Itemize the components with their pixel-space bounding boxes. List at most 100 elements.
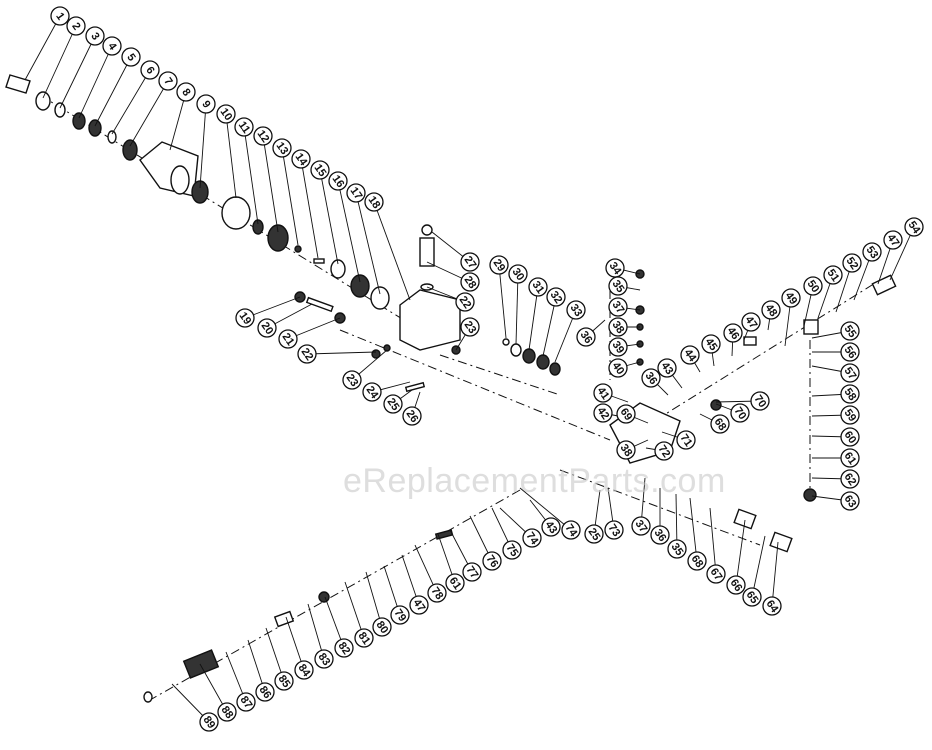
callout-number: 72 <box>656 443 673 460</box>
callout-number: 37 <box>633 518 650 535</box>
callout-17: 17 <box>346 183 366 203</box>
leader-line <box>373 201 411 301</box>
leader-line <box>42 25 77 99</box>
callout-circle <box>608 317 628 337</box>
leader-line <box>498 264 507 339</box>
leader-line <box>709 507 717 575</box>
part-bolt <box>404 381 426 393</box>
callout-36: 36 <box>576 327 596 347</box>
callout-circle <box>297 344 317 364</box>
part-bearing <box>88 119 102 137</box>
part-shaft <box>5 74 31 94</box>
callout-number: 70 <box>732 405 749 422</box>
callout-number: 56 <box>842 344 859 361</box>
callout-circle <box>508 264 528 284</box>
callout-12: 12 <box>253 126 273 146</box>
callout-48: 48 <box>761 300 781 320</box>
callout-circle <box>291 149 311 169</box>
part-seal <box>318 591 330 603</box>
callout-circle <box>840 342 860 362</box>
leader-line <box>735 519 746 586</box>
callout-number: 88 <box>219 704 236 721</box>
part-dipstick <box>419 237 435 267</box>
leader-line <box>262 135 279 233</box>
callout-38: 38 <box>608 317 628 337</box>
callout-8: 8 <box>176 82 196 102</box>
callout-circle <box>462 562 482 582</box>
callout-number: 70 <box>752 393 769 410</box>
callout-number: 76 <box>484 553 501 570</box>
callout-35: 35 <box>667 539 687 559</box>
callout-47: 47 <box>741 312 761 332</box>
callout-66: 66 <box>726 575 746 595</box>
callout-7: 7 <box>158 71 178 91</box>
callout-number: 43 <box>659 360 676 377</box>
callout-circle <box>445 573 465 593</box>
callout-number: 7 <box>161 76 174 88</box>
callout-number: 16 <box>330 173 347 190</box>
callout-number: 65 <box>744 589 761 606</box>
callout-circle <box>604 520 624 540</box>
callout-number: 78 <box>429 585 446 602</box>
callout-circle <box>608 337 628 357</box>
callout-circle <box>840 321 860 341</box>
callout-number: 39 <box>610 339 627 356</box>
callout-circle <box>234 117 254 137</box>
leader-line <box>244 296 301 319</box>
callout-83: 83 <box>314 649 334 669</box>
callout-circle <box>723 323 743 343</box>
callout-22: 22 <box>297 344 317 364</box>
callout-29: 29 <box>489 255 509 275</box>
callout-number: 66 <box>728 577 745 594</box>
leader-line <box>344 581 365 639</box>
callout-number: 29 <box>491 257 508 274</box>
callout-11: 11 <box>234 117 254 137</box>
callout-circle <box>257 318 277 338</box>
callout-number: 43 <box>543 519 560 536</box>
part-ring <box>35 91 51 111</box>
callout-58: 58 <box>840 384 860 404</box>
callout-number: 89 <box>201 714 218 731</box>
callout-45: 45 <box>701 334 721 354</box>
callout-circle <box>255 682 275 702</box>
callout-circle <box>616 404 636 424</box>
callout-89: 89 <box>199 712 219 732</box>
callout-number: 59 <box>842 407 859 424</box>
callout-number: 86 <box>257 684 274 701</box>
callout-number: 28 <box>462 274 479 291</box>
part-crankcase-bore <box>170 165 190 195</box>
callout-63: 63 <box>840 491 860 511</box>
callout-circle <box>334 638 354 658</box>
callout-number: 52 <box>844 255 861 272</box>
callout-circle <box>235 308 255 328</box>
callout-19: 19 <box>235 308 255 328</box>
callout-number: 38 <box>618 442 635 459</box>
callout-circle <box>546 287 566 307</box>
callout-number: 47 <box>885 232 902 249</box>
callout-53: 53 <box>862 242 882 262</box>
callout-number: 19 <box>237 310 254 327</box>
callout-79: 79 <box>390 605 410 625</box>
callout-number: 13 <box>274 140 291 157</box>
callout-circle <box>85 26 105 46</box>
callout-circle <box>616 440 636 460</box>
callout-circle <box>294 660 314 680</box>
leader-line <box>94 56 132 127</box>
callout-number: 53 <box>864 244 881 261</box>
callout-81: 81 <box>354 628 374 648</box>
callout-40: 40 <box>608 358 628 378</box>
callout-circle <box>701 334 721 354</box>
callout-number: 35 <box>669 541 686 558</box>
leader-line <box>300 158 319 259</box>
callout-circle <box>217 702 237 722</box>
callout-number: 3 <box>88 31 101 43</box>
part-fitting <box>803 319 819 335</box>
part-bearing <box>72 112 86 130</box>
callout-51: 51 <box>823 265 843 285</box>
leader-line <box>111 69 151 135</box>
callout-circle <box>236 692 256 712</box>
callout-number: 77 <box>464 564 481 581</box>
callout-number: 35 <box>610 278 627 295</box>
callout-9: 9 <box>196 94 216 114</box>
